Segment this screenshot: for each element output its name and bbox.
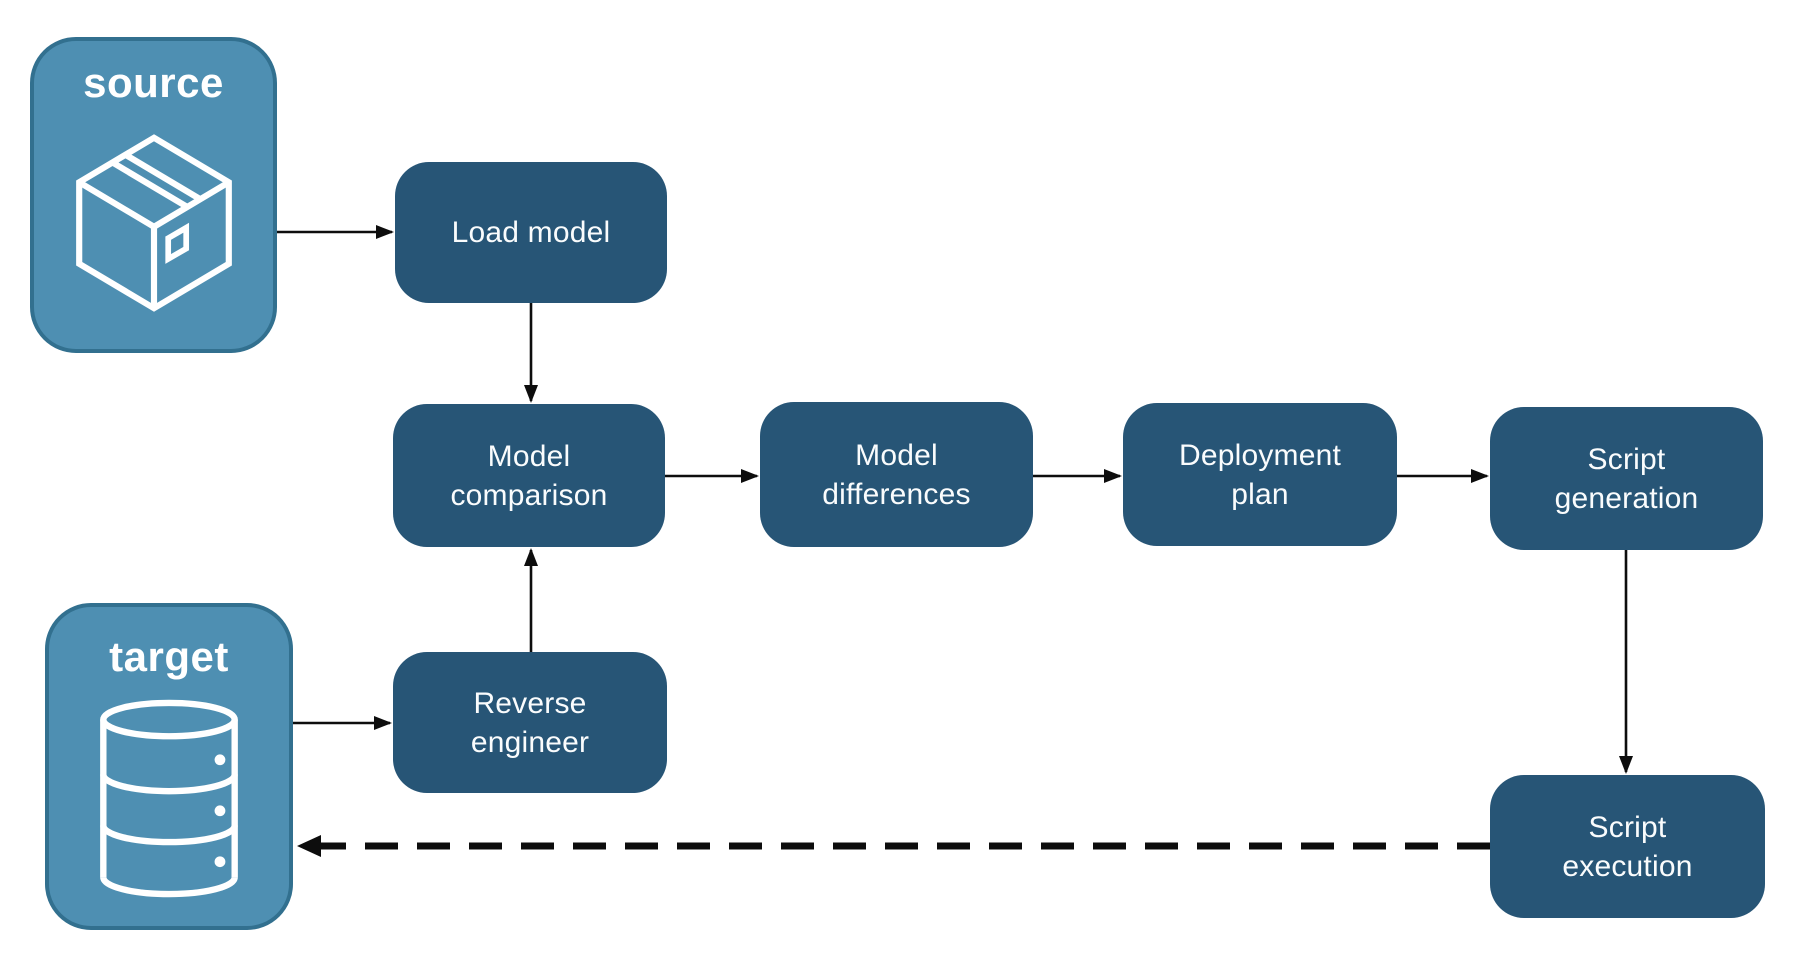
node-load-model: Load model (395, 162, 667, 303)
package-icon (75, 134, 232, 312)
node-model-comparison: Model comparison (393, 404, 665, 547)
node-script-generation: Script generation (1490, 407, 1763, 550)
node-script-execution: Script execution (1490, 775, 1765, 918)
target-label: target (109, 633, 229, 680)
entity-target: target (45, 603, 293, 930)
node-reverse-engineer: Reverse engineer (393, 652, 667, 793)
source-label: source (83, 59, 224, 106)
node-deployment-plan: Deployment plan (1123, 403, 1397, 546)
node-model-differences: Model differences (760, 402, 1033, 547)
node-load-model-label: Load model (451, 216, 611, 249)
node-script-execution-label: Script execution (1562, 810, 1693, 883)
node-model-comparison-label: Model comparison (450, 439, 608, 512)
entity-source: source (30, 37, 277, 353)
node-deployment-plan-label: Deployment plan (1178, 438, 1342, 511)
database-icon (100, 699, 238, 898)
node-model-differences-label: Model differences (822, 438, 971, 511)
node-script-generation-label: Script generation (1554, 442, 1699, 515)
node-reverse-engineer-label: Reverse engineer (470, 686, 590, 759)
